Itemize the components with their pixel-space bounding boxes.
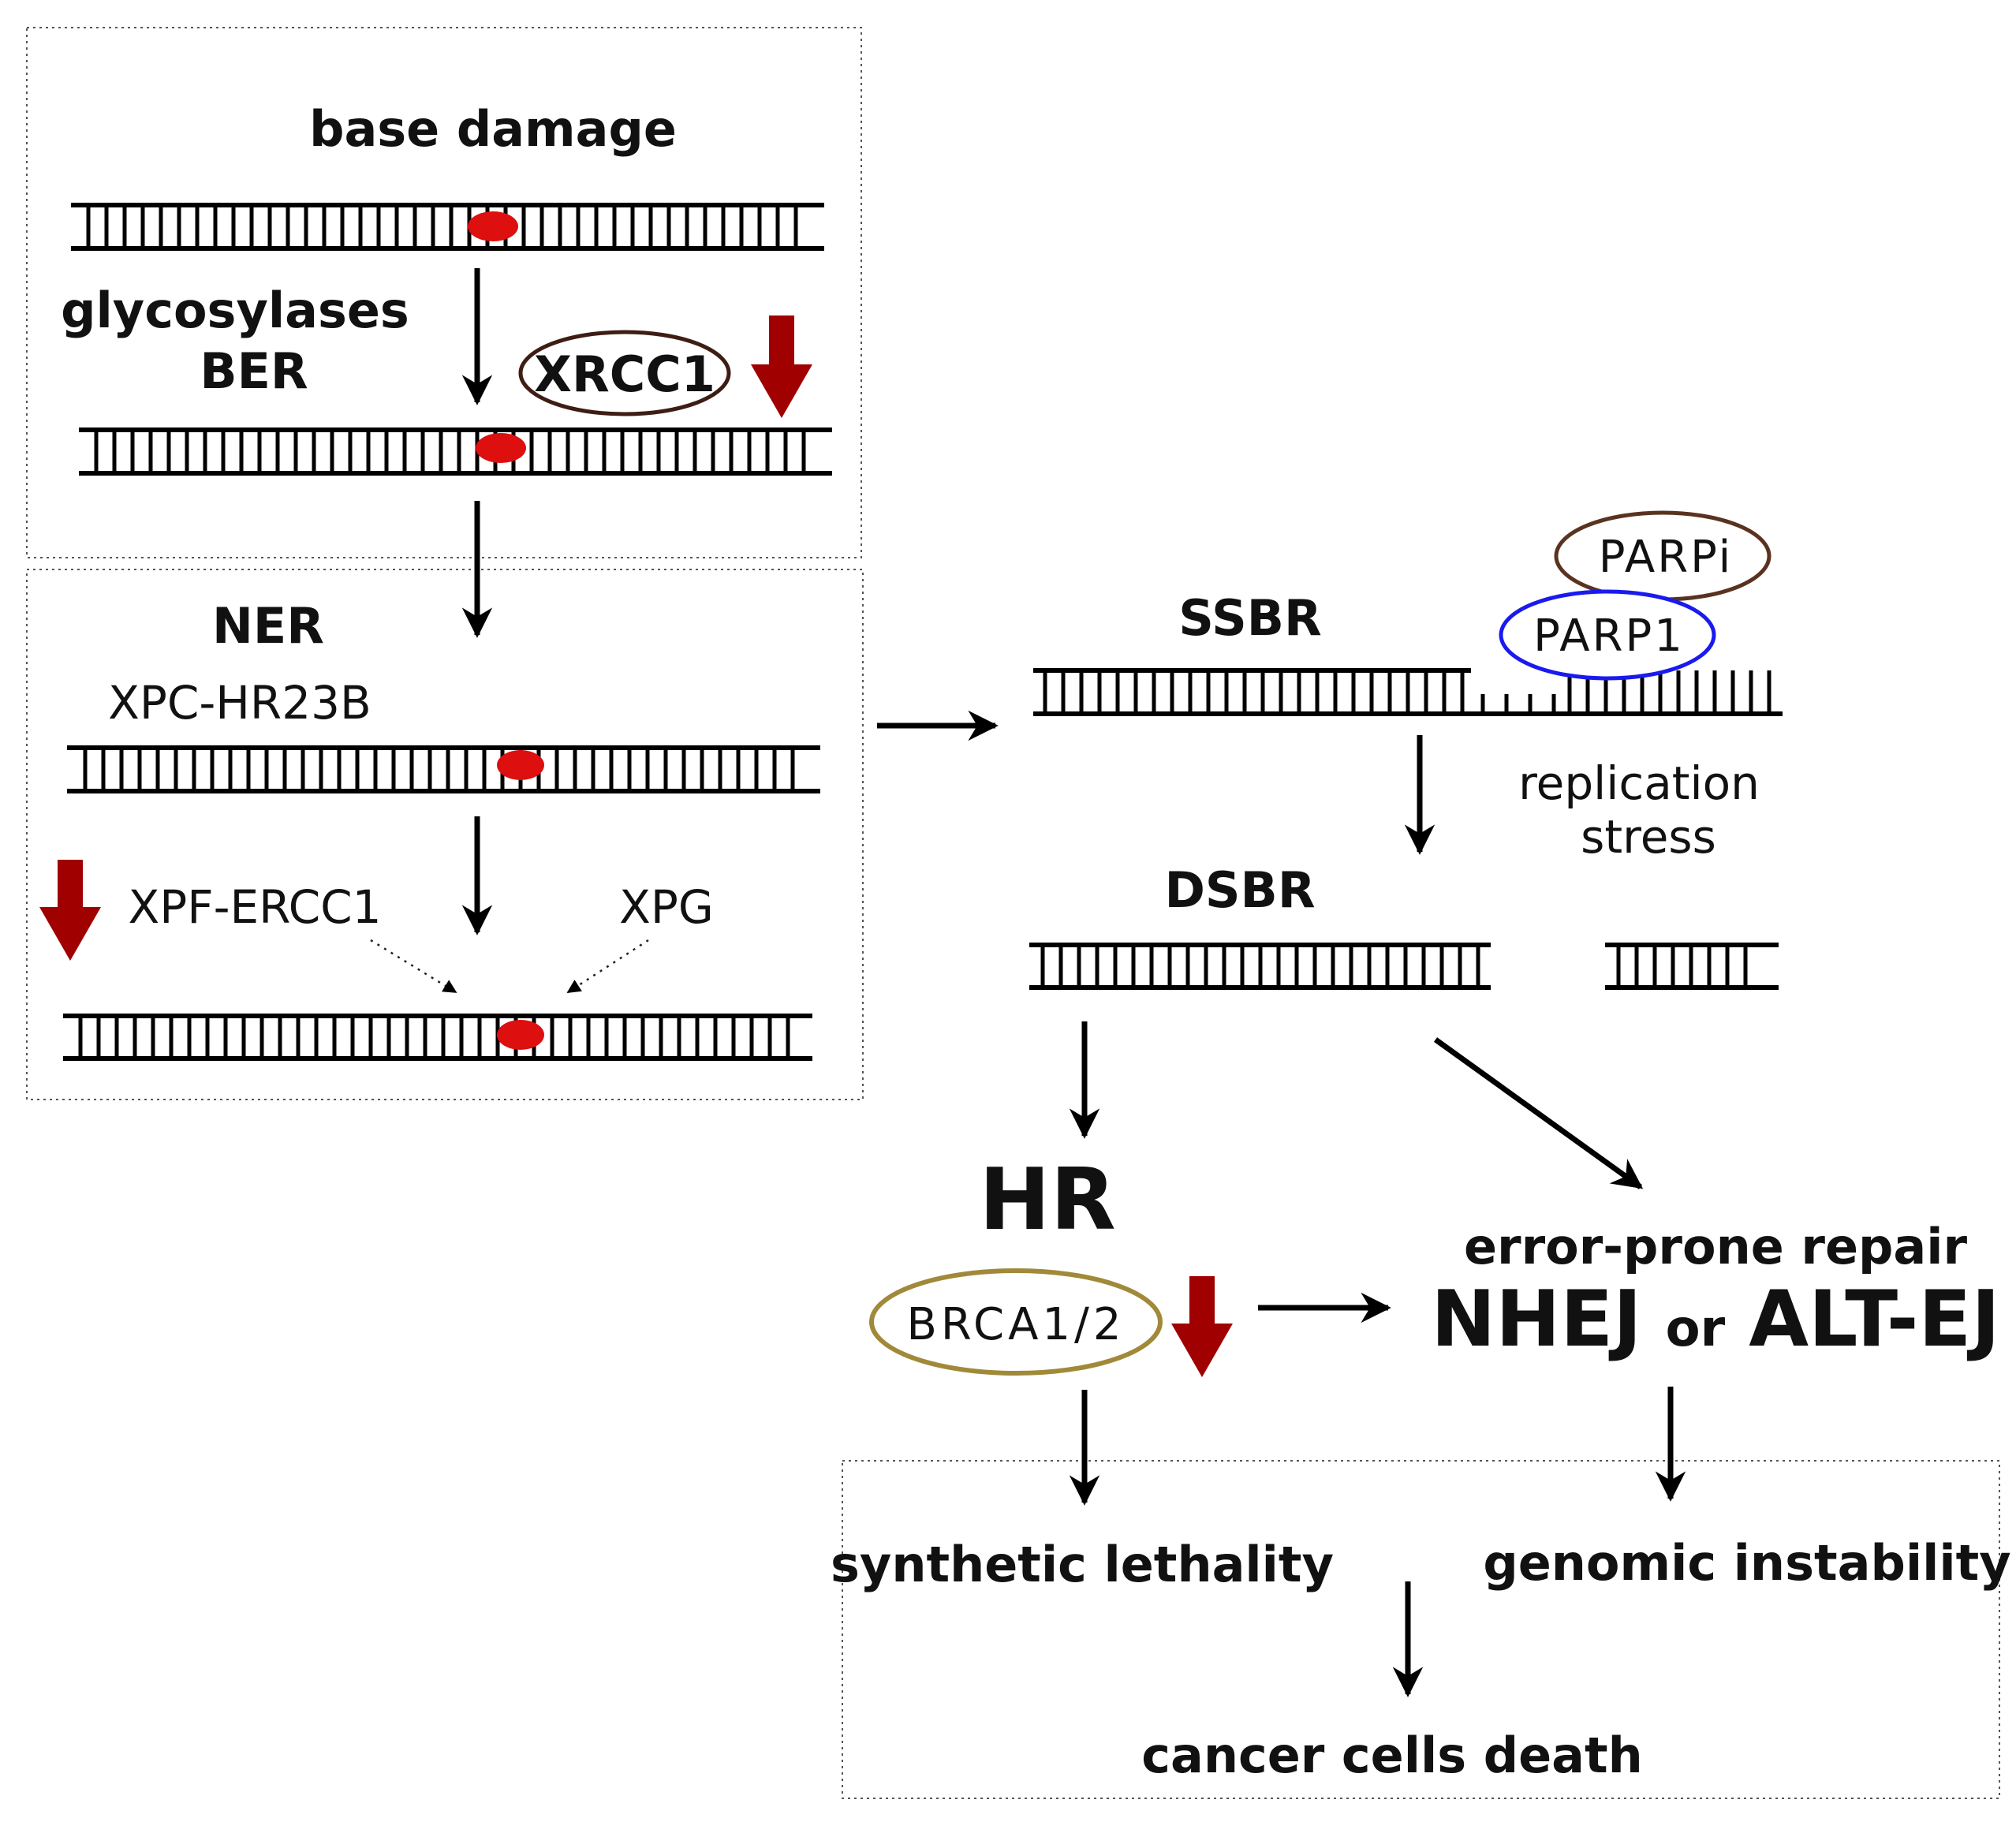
xpc-hr23b-label: XPC-HR23B — [108, 676, 371, 730]
dotted-arrow-xpg — [566, 939, 649, 994]
brca-ring — [869, 1268, 1163, 1376]
parp1-ring — [1499, 589, 1716, 681]
ner-panel-title: NER — [212, 597, 324, 655]
dna-ssbr-left — [1033, 668, 1783, 716]
dotted-arrow-xpf — [370, 939, 457, 994]
xpg-label: XPG — [619, 880, 714, 934]
ber-panel-title: base damage — [309, 100, 677, 158]
hr-title: HR — [979, 1151, 1116, 1249]
lesion-ner-top — [497, 750, 544, 780]
error-repair-paths: NHEJ or ALT-EJ — [1431, 1275, 2000, 1365]
stress-label: stress — [1581, 810, 1716, 864]
dna-ner-top — [67, 745, 820, 793]
down-arrow-xpf — [39, 860, 101, 961]
ber-panel-frame — [26, 27, 862, 558]
dna-ssbr-right — [1526, 670, 1783, 716]
alt-ej-label: ALT-EJ — [1749, 1275, 2000, 1365]
xrcc1-ring — [518, 330, 731, 416]
dna-ner-bottom — [63, 1014, 812, 1061]
lesion-ner-bottom — [497, 1020, 544, 1050]
dna-ber-bottom — [79, 427, 832, 476]
synthetic-lethality-label: synthetic lethality — [831, 1536, 1334, 1593]
genomic-instability-label: genomic instability — [1483, 1534, 2010, 1592]
dna-dsbr-left — [1029, 943, 1491, 990]
ssbr-gap-stubs — [1480, 694, 1556, 714]
arrow-dsbr-to-error-repair — [1433, 1037, 1644, 1189]
ner-panel-frame — [26, 569, 864, 1100]
ssbr-title: SSBR — [1178, 589, 1322, 647]
down-arrow-brca — [1171, 1276, 1233, 1377]
nhej-label: NHEJ — [1431, 1275, 1641, 1365]
dna-ber-top — [71, 203, 824, 251]
replication-label: replication — [1518, 756, 1760, 810]
lesion-ber-top — [468, 211, 518, 241]
outcome-panel-frame — [842, 1460, 2000, 1799]
down-arrow-xrcc1 — [751, 315, 812, 418]
brca-label: BRCA1/2 — [906, 1299, 1125, 1350]
xrcc1-label: XRCC1 — [534, 345, 715, 403]
parp1-label: PARP1 — [1533, 610, 1685, 662]
or-connector: or — [1666, 1300, 1726, 1358]
parpi-label: PARPi — [1599, 532, 1734, 583]
cancer-cells-death-label: cancer cells death — [1141, 1727, 1643, 1784]
error-prone-repair-title: error-prone repair — [1464, 1218, 1968, 1275]
ber-label: BER — [200, 342, 308, 400]
dsbr-title: DSBR — [1164, 861, 1315, 919]
lesion-ber-bottom — [476, 433, 526, 463]
dna-dsbr-right — [1605, 943, 1779, 990]
xpf-ercc1-label: XPF-ERCC1 — [129, 880, 382, 934]
glycosylases-label: glycosylases — [61, 282, 409, 339]
